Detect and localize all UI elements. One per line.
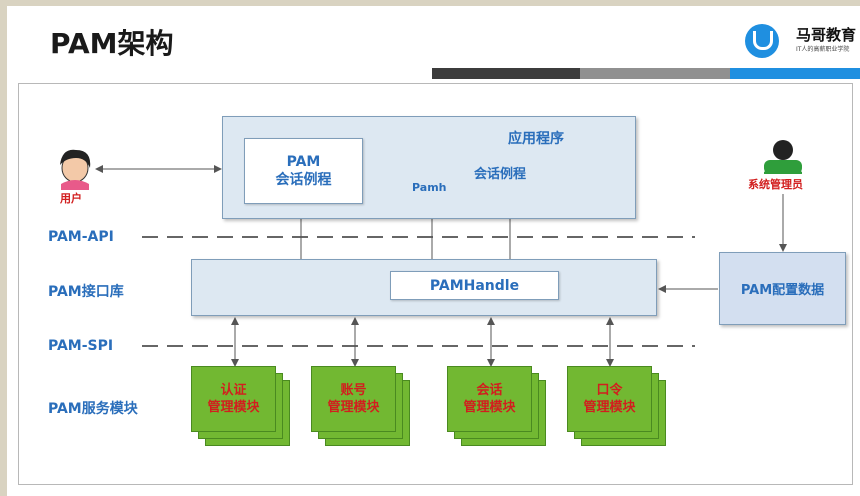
module-session-line1: 会话	[476, 383, 503, 398]
pam-api-label: PAM-API	[48, 229, 114, 245]
module-password-line1: 口令	[596, 383, 623, 398]
pam-conversation-box: PAM 会话例程	[244, 138, 363, 204]
logo-tagline: IT人的高薪职业学院	[796, 46, 850, 53]
module-account: 账号 管理模块	[311, 366, 396, 432]
pam-handle-label: PAMHandle	[429, 277, 520, 294]
header-bar-dark	[432, 68, 580, 79]
module-password-line2: 管理模块	[583, 400, 636, 415]
logo-icon	[745, 24, 779, 58]
pam-conv-line2: 会话例程	[275, 172, 332, 188]
pam-spi-label: PAM-SPI	[48, 338, 114, 354]
pam-handle-box: PAMHandle	[390, 271, 559, 300]
header-bar-blue	[730, 68, 860, 79]
module-session-line2: 管理模块	[463, 400, 516, 415]
page-title: PAM架构	[50, 27, 174, 60]
conversation-label: 会话例程	[474, 167, 527, 182]
application-label: 应用程序	[508, 131, 564, 147]
pam-modules-label: PAM服务模块	[48, 401, 138, 417]
module-password: 口令 管理模块	[567, 366, 652, 432]
pam-conv-line1: PAM	[286, 154, 321, 170]
module-auth: 认证 管理模块	[191, 366, 276, 432]
module-account-line1: 账号	[340, 383, 367, 398]
header-bar-gray	[580, 68, 730, 79]
module-auth-line1: 认证	[220, 383, 247, 398]
admin-label: 系统管理员	[748, 178, 803, 191]
module-session: 会话 管理模块	[447, 366, 532, 432]
pam-library-label: PAM接口库	[48, 284, 124, 300]
admin-icon	[764, 140, 802, 174]
pam-config-box: PAM配置数据	[719, 252, 846, 325]
logo-name: 马哥教育	[796, 26, 857, 44]
pam-config-label: PAM配置数据	[740, 283, 825, 298]
user-label: 用户	[60, 192, 82, 205]
pamh-label: Pamh	[412, 181, 447, 194]
user-icon	[60, 149, 91, 190]
module-auth-line2: 管理模块	[207, 400, 260, 415]
module-account-line2: 管理模块	[327, 400, 380, 415]
